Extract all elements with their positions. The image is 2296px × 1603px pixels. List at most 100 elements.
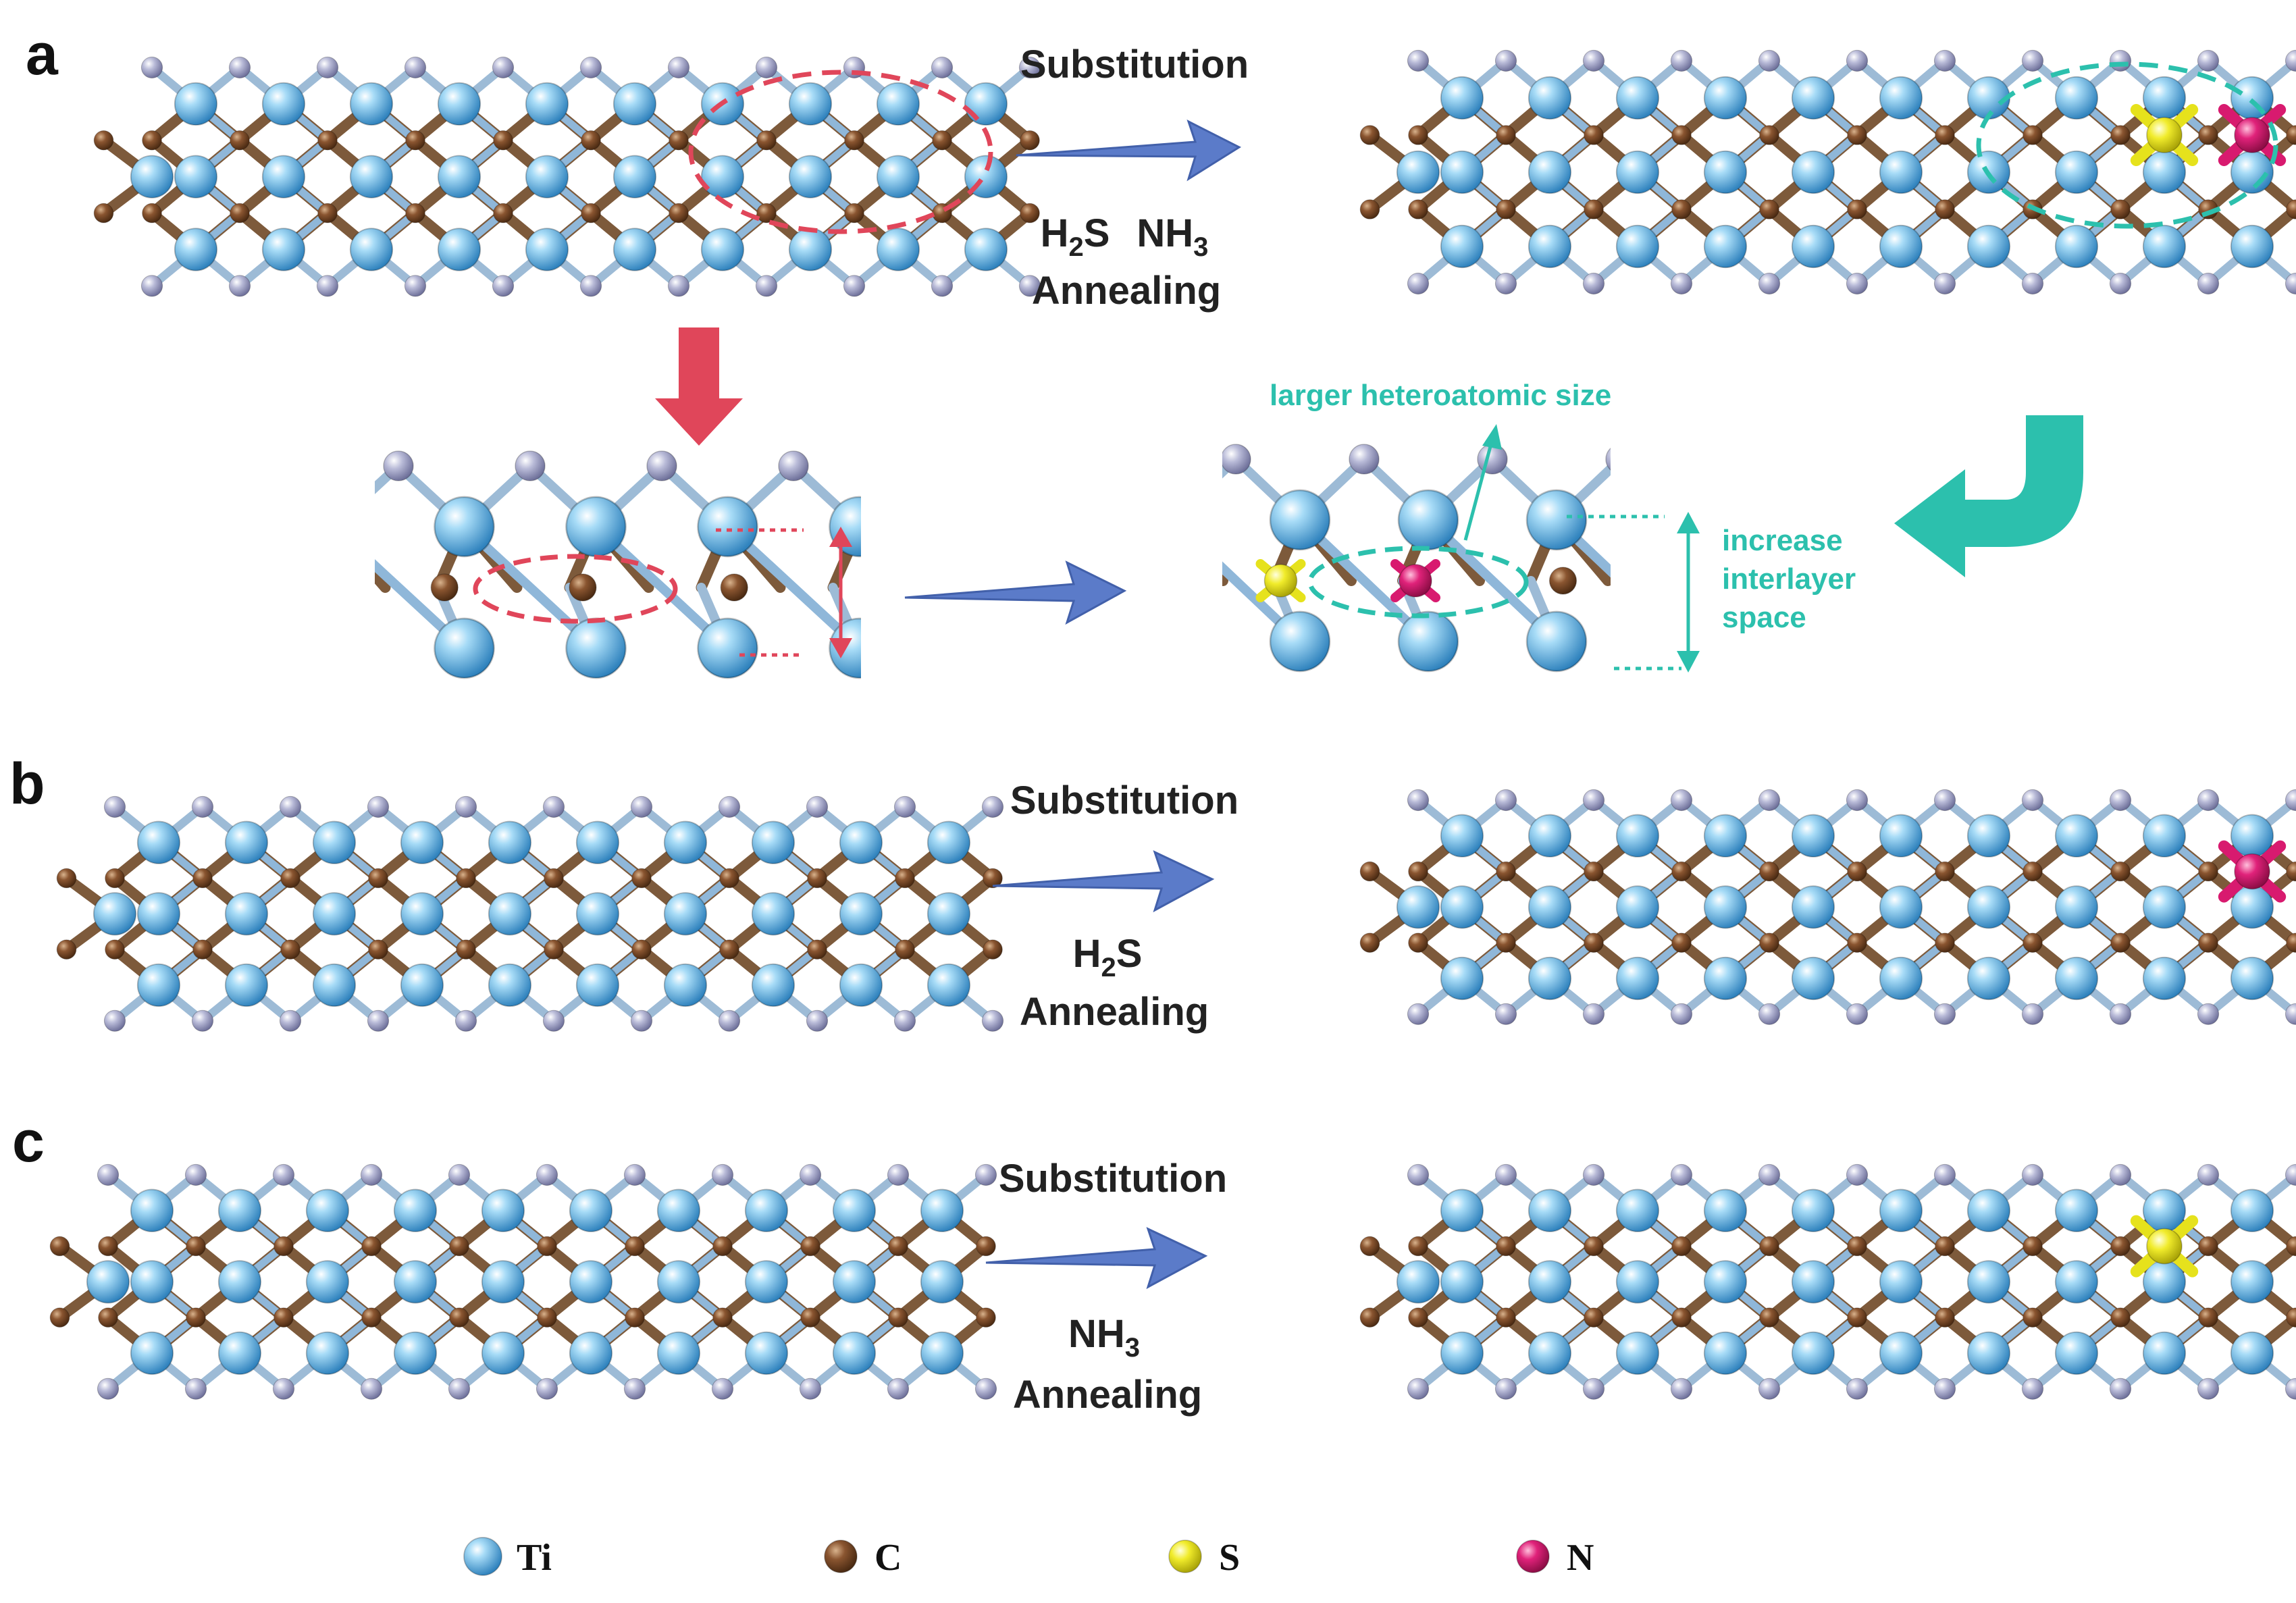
atom-c xyxy=(1584,1307,1604,1328)
atom-c xyxy=(49,1307,70,1328)
bond xyxy=(375,559,469,653)
atom-ti xyxy=(575,963,620,1007)
atom-c xyxy=(1359,1236,1380,1257)
atom-o xyxy=(448,1377,471,1400)
atom-c xyxy=(1496,1307,1516,1328)
atom-c xyxy=(2198,125,2218,145)
atom-o xyxy=(279,795,302,818)
panel-letter-b: b xyxy=(9,752,45,816)
atom-o xyxy=(404,275,427,297)
atom-o xyxy=(1582,789,1605,812)
atom-ti xyxy=(2230,76,2274,120)
atom-c xyxy=(1759,199,1779,219)
atom-o xyxy=(806,795,829,818)
atom-c xyxy=(1935,1236,1955,1257)
atom-o xyxy=(228,275,251,297)
atom-ti xyxy=(1879,956,1923,1001)
atom-ti xyxy=(312,963,357,1007)
atom-o xyxy=(1018,275,1041,297)
atom-c xyxy=(1671,199,1692,219)
atom-c xyxy=(807,939,827,960)
atom-c xyxy=(1847,861,1867,882)
atom-o xyxy=(1407,272,1430,295)
atom-o xyxy=(1477,444,1508,475)
atom-ti xyxy=(1879,1260,1923,1304)
atom-ti xyxy=(839,963,883,1007)
atom-ti xyxy=(217,1331,262,1375)
atom-ti xyxy=(1791,885,1835,929)
atom-c xyxy=(2023,1307,2043,1328)
atom-ti xyxy=(1791,956,1835,1001)
atom-ti xyxy=(130,1260,174,1304)
atom-o xyxy=(1222,444,1251,475)
bond xyxy=(307,527,333,587)
atom-ti xyxy=(2142,76,2187,120)
atom-c xyxy=(230,130,250,151)
atom-c xyxy=(1671,1236,1692,1257)
atom-c xyxy=(1935,1307,1955,1328)
atom-ti xyxy=(1966,1188,2011,1232)
atom-ti xyxy=(481,1331,525,1375)
atom-c xyxy=(1496,932,1516,953)
atom-o xyxy=(103,795,126,818)
atom-ti xyxy=(217,1188,262,1232)
legend-label-s: S xyxy=(1219,1537,1240,1579)
atom-ti xyxy=(1397,489,1459,551)
reagent-label-c: NH3 xyxy=(1068,1312,1140,1363)
atom-c xyxy=(2198,1307,2218,1328)
atom-ti xyxy=(224,963,269,1007)
atom-c xyxy=(824,1540,858,1573)
zoom-ellipse-red xyxy=(473,554,678,624)
atom-o xyxy=(2197,789,2220,812)
atom-ti xyxy=(2054,150,2099,194)
atom-ti xyxy=(525,228,569,271)
atom-o xyxy=(2021,1377,2044,1400)
atom-s xyxy=(2146,117,2183,153)
atom-o xyxy=(1933,272,1956,295)
atom-ti xyxy=(174,228,218,271)
atom-c xyxy=(192,939,213,960)
atom-o xyxy=(515,450,546,481)
atom-o xyxy=(2021,1003,2044,1025)
atom-ti xyxy=(136,963,181,1007)
atom-ti xyxy=(876,82,920,126)
atom-ti xyxy=(744,1260,789,1304)
atom-c xyxy=(895,868,915,889)
atom-n xyxy=(2234,117,2270,153)
atom-ti xyxy=(2142,814,2187,858)
atom-o xyxy=(383,450,414,481)
lattice-pristine-c xyxy=(49,1163,997,1400)
note-interlayer-3: space xyxy=(1722,601,1806,634)
atom-c xyxy=(712,1236,733,1257)
atom-ti xyxy=(612,155,657,199)
atom-c xyxy=(317,130,338,151)
atom-ti xyxy=(393,1188,438,1232)
atom-ti xyxy=(488,892,532,936)
atom-c xyxy=(756,130,777,151)
atom-o xyxy=(755,56,778,79)
bond xyxy=(1107,459,1172,520)
atom-ti xyxy=(1966,1331,2011,1375)
atom-ti xyxy=(2230,1188,2274,1232)
atom-c xyxy=(456,939,476,960)
atom-c xyxy=(1935,199,1955,219)
atom-o xyxy=(630,1009,653,1032)
atom-c xyxy=(142,203,162,224)
atom-ti xyxy=(2054,956,2099,1001)
atom-c xyxy=(1935,932,1955,953)
atom-o xyxy=(184,1377,207,1400)
atom-c xyxy=(56,939,77,960)
atom-o xyxy=(718,1009,741,1032)
process-label-b: Substitution xyxy=(1010,779,1238,822)
atom-ti xyxy=(174,82,218,126)
atom-o xyxy=(2109,1163,2132,1186)
atom-c xyxy=(105,868,125,889)
legend-label-c: C xyxy=(875,1537,902,1579)
atom-ti xyxy=(1703,885,1748,929)
atom-ti xyxy=(1791,814,1835,858)
atom-ti xyxy=(1703,224,1748,269)
size-arrow-teal xyxy=(1463,424,1502,541)
atom-c xyxy=(1359,199,1380,219)
atom-ti xyxy=(920,1331,964,1375)
atom-ti xyxy=(1440,885,1484,929)
